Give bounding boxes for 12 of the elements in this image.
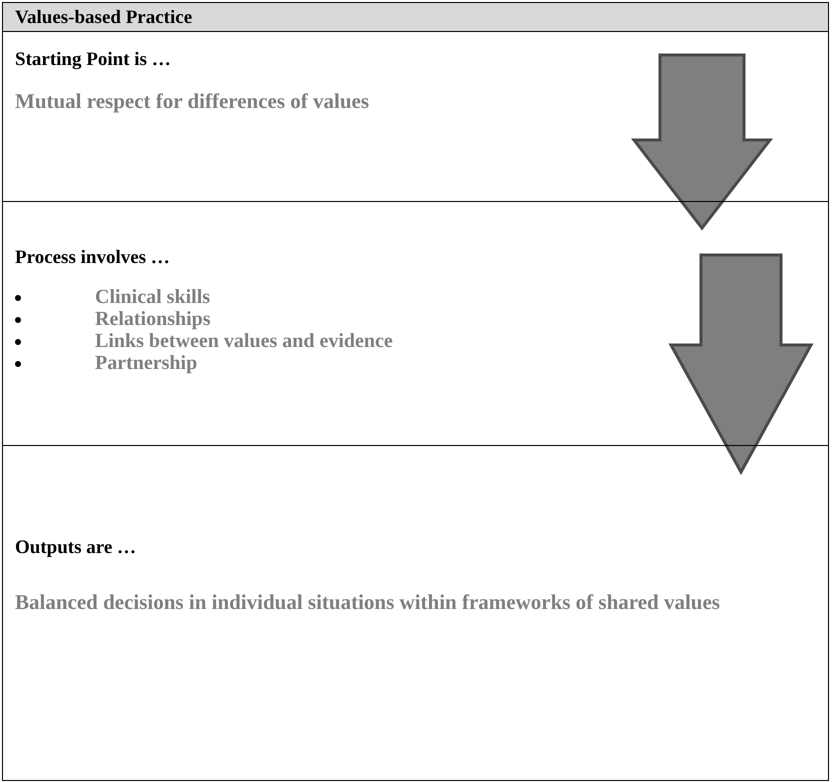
section-heading: Starting Point is …: [15, 49, 171, 71]
list-item: Links between values and evidence: [95, 330, 393, 353]
block-arrow: [668, 254, 814, 476]
section-heading: Outputs are …: [15, 537, 136, 559]
block-arrow: [630, 54, 774, 230]
list-item: Partnership: [95, 352, 198, 375]
section-text: Mutual respect for differences of values: [15, 88, 370, 114]
list-item: Relationships: [95, 308, 211, 331]
table-header: Values-based Practice: [15, 7, 192, 29]
list-item: Clinical skills: [95, 286, 210, 309]
section-heading: Process involves …: [15, 247, 170, 269]
section-text: Balanced decisions in individual situations within frameworks of shared values: [15, 589, 721, 615]
